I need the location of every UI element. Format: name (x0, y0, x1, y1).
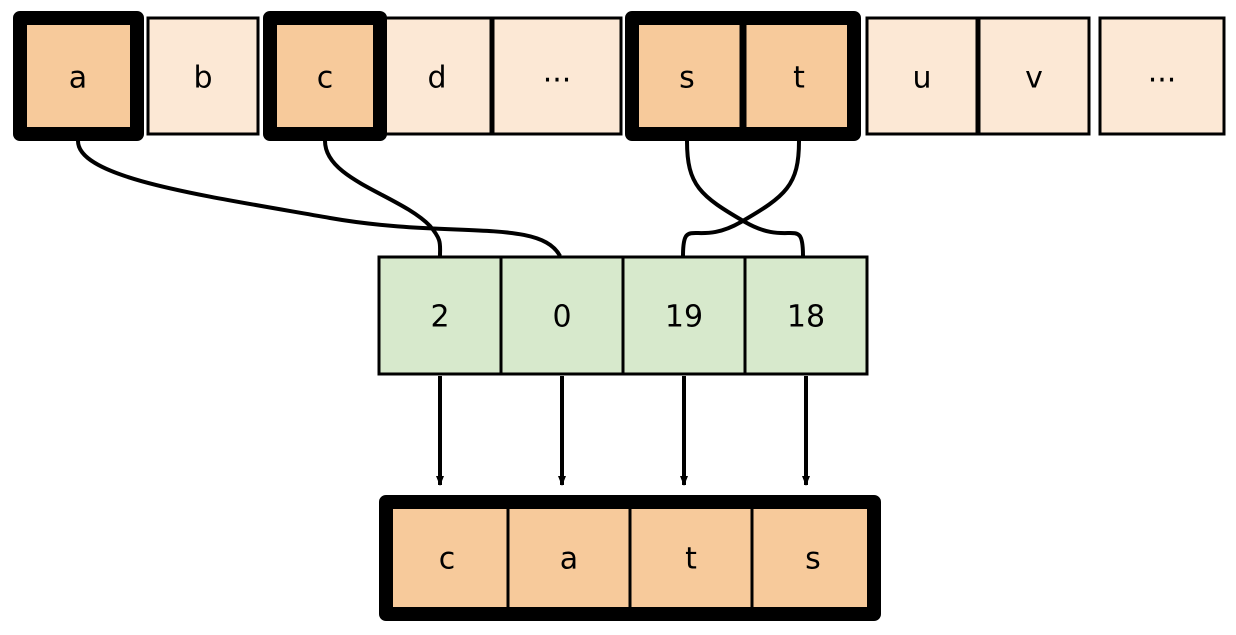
index-value-0: 2 (430, 300, 449, 335)
index-cell-3[interactable] (743, 255, 869, 376)
output-label-0: c (439, 542, 456, 577)
alphabet-row-labels: a b c d ... s t u v ... (69, 55, 1177, 96)
index-value-3: 18 (787, 300, 825, 335)
group-outline-c (263, 11, 387, 141)
index-to-output-arrows (436, 376, 810, 486)
alphabet-selection-outlines (13, 11, 861, 141)
output-label-2: t (685, 542, 697, 577)
index-value-2: 19 (665, 300, 703, 335)
group-outline-a (13, 11, 144, 141)
curve-c-to-2 (323, 140, 443, 257)
output-row: c a t s (379, 495, 881, 621)
curve-s-to-18 (685, 140, 805, 257)
alphabet-cell-b[interactable] (146, 16, 260, 136)
output-cell-1[interactable] (506, 500, 632, 616)
alphabet-cell-ellipsis-2[interactable] (1098, 16, 1226, 136)
output-label-1: a (560, 542, 578, 577)
alphabet-label-2: c (317, 61, 334, 96)
index-row: 2 0 19 18 (377, 255, 869, 376)
alphabet-label-3: d (427, 61, 446, 96)
alphabet-cell-v[interactable] (977, 16, 1091, 136)
output-cell-3[interactable] (750, 500, 876, 616)
index-value-1: 0 (552, 300, 571, 335)
output-label-3: s (805, 542, 821, 577)
alphabet-cell-u[interactable] (865, 16, 979, 136)
alphabet-cell-ellipsis-1[interactable] (491, 16, 623, 136)
alphabet-label-5: s (679, 61, 695, 96)
curve-connectors (76, 140, 805, 258)
alphabet-label-7: u (912, 61, 931, 96)
alphabet-label-9: ... (1148, 55, 1177, 90)
index-cell-1[interactable] (499, 255, 625, 376)
curve-a-to-0 (76, 140, 562, 258)
alphabet-label-6: t (793, 61, 805, 96)
curve-t-to-19 (681, 140, 801, 257)
alphabet-label-8: v (1025, 61, 1043, 96)
alphabet-label-4: ... (543, 55, 572, 90)
index-cell-2[interactable] (621, 255, 747, 376)
alphabet-label-1: b (193, 61, 212, 96)
alphabet-cell-d[interactable] (381, 16, 493, 136)
output-row-outline (379, 495, 881, 621)
alphabet-label-0: a (69, 61, 87, 96)
